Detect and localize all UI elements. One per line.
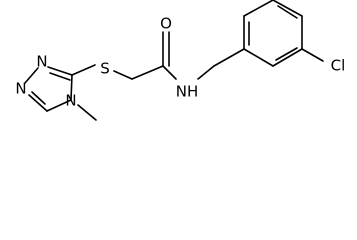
bond-n2-c3-double <box>49 72 71 81</box>
atom-oxygen-label: O <box>160 15 172 33</box>
bond-ar-3 <box>243 0 274 17</box>
bond-c3-n4 <box>70 74 73 101</box>
bond-n2-c3 <box>47 66 73 76</box>
triazole-ring <box>24 66 73 112</box>
atom-amide-nh-label: NH <box>176 83 199 101</box>
bond-c3-s <box>71 64 96 76</box>
bond-c5-n1 <box>28 94 48 112</box>
bond-ar-inner-3 <box>275 47 298 61</box>
atom-n2-label: N <box>36 53 47 71</box>
structure-canvas: N N N S O NH Cl <box>15 0 346 121</box>
bond-ar-4 <box>272 0 303 17</box>
benzene-ring <box>213 0 303 67</box>
bond-c5-n1-double <box>31 91 46 105</box>
atom-sulfur-label: S <box>100 60 110 78</box>
bond-n4-c5 <box>46 99 72 112</box>
bond-ar-7 <box>243 48 274 67</box>
bond-n-aryl <box>197 65 215 80</box>
molecule-drawing: N N N S O NH Cl <box>15 0 346 121</box>
atom-n4-label: N <box>65 92 76 110</box>
atom-n1-label: N <box>15 80 26 98</box>
bond-n4-methyl <box>77 104 97 121</box>
bond-n1-n2 <box>24 67 39 84</box>
bond-ar-inner-2 <box>277 5 298 19</box>
bond-c-n <box>162 65 177 80</box>
bond-ar-6 <box>272 48 303 67</box>
bond-s-ch2 <box>113 70 133 80</box>
atom-chlorine-label: Cl <box>331 57 346 75</box>
bond-ar-cl <box>301 48 324 62</box>
bond-ar-1 <box>213 48 245 67</box>
bond-ch2-carbonyl <box>131 65 164 80</box>
